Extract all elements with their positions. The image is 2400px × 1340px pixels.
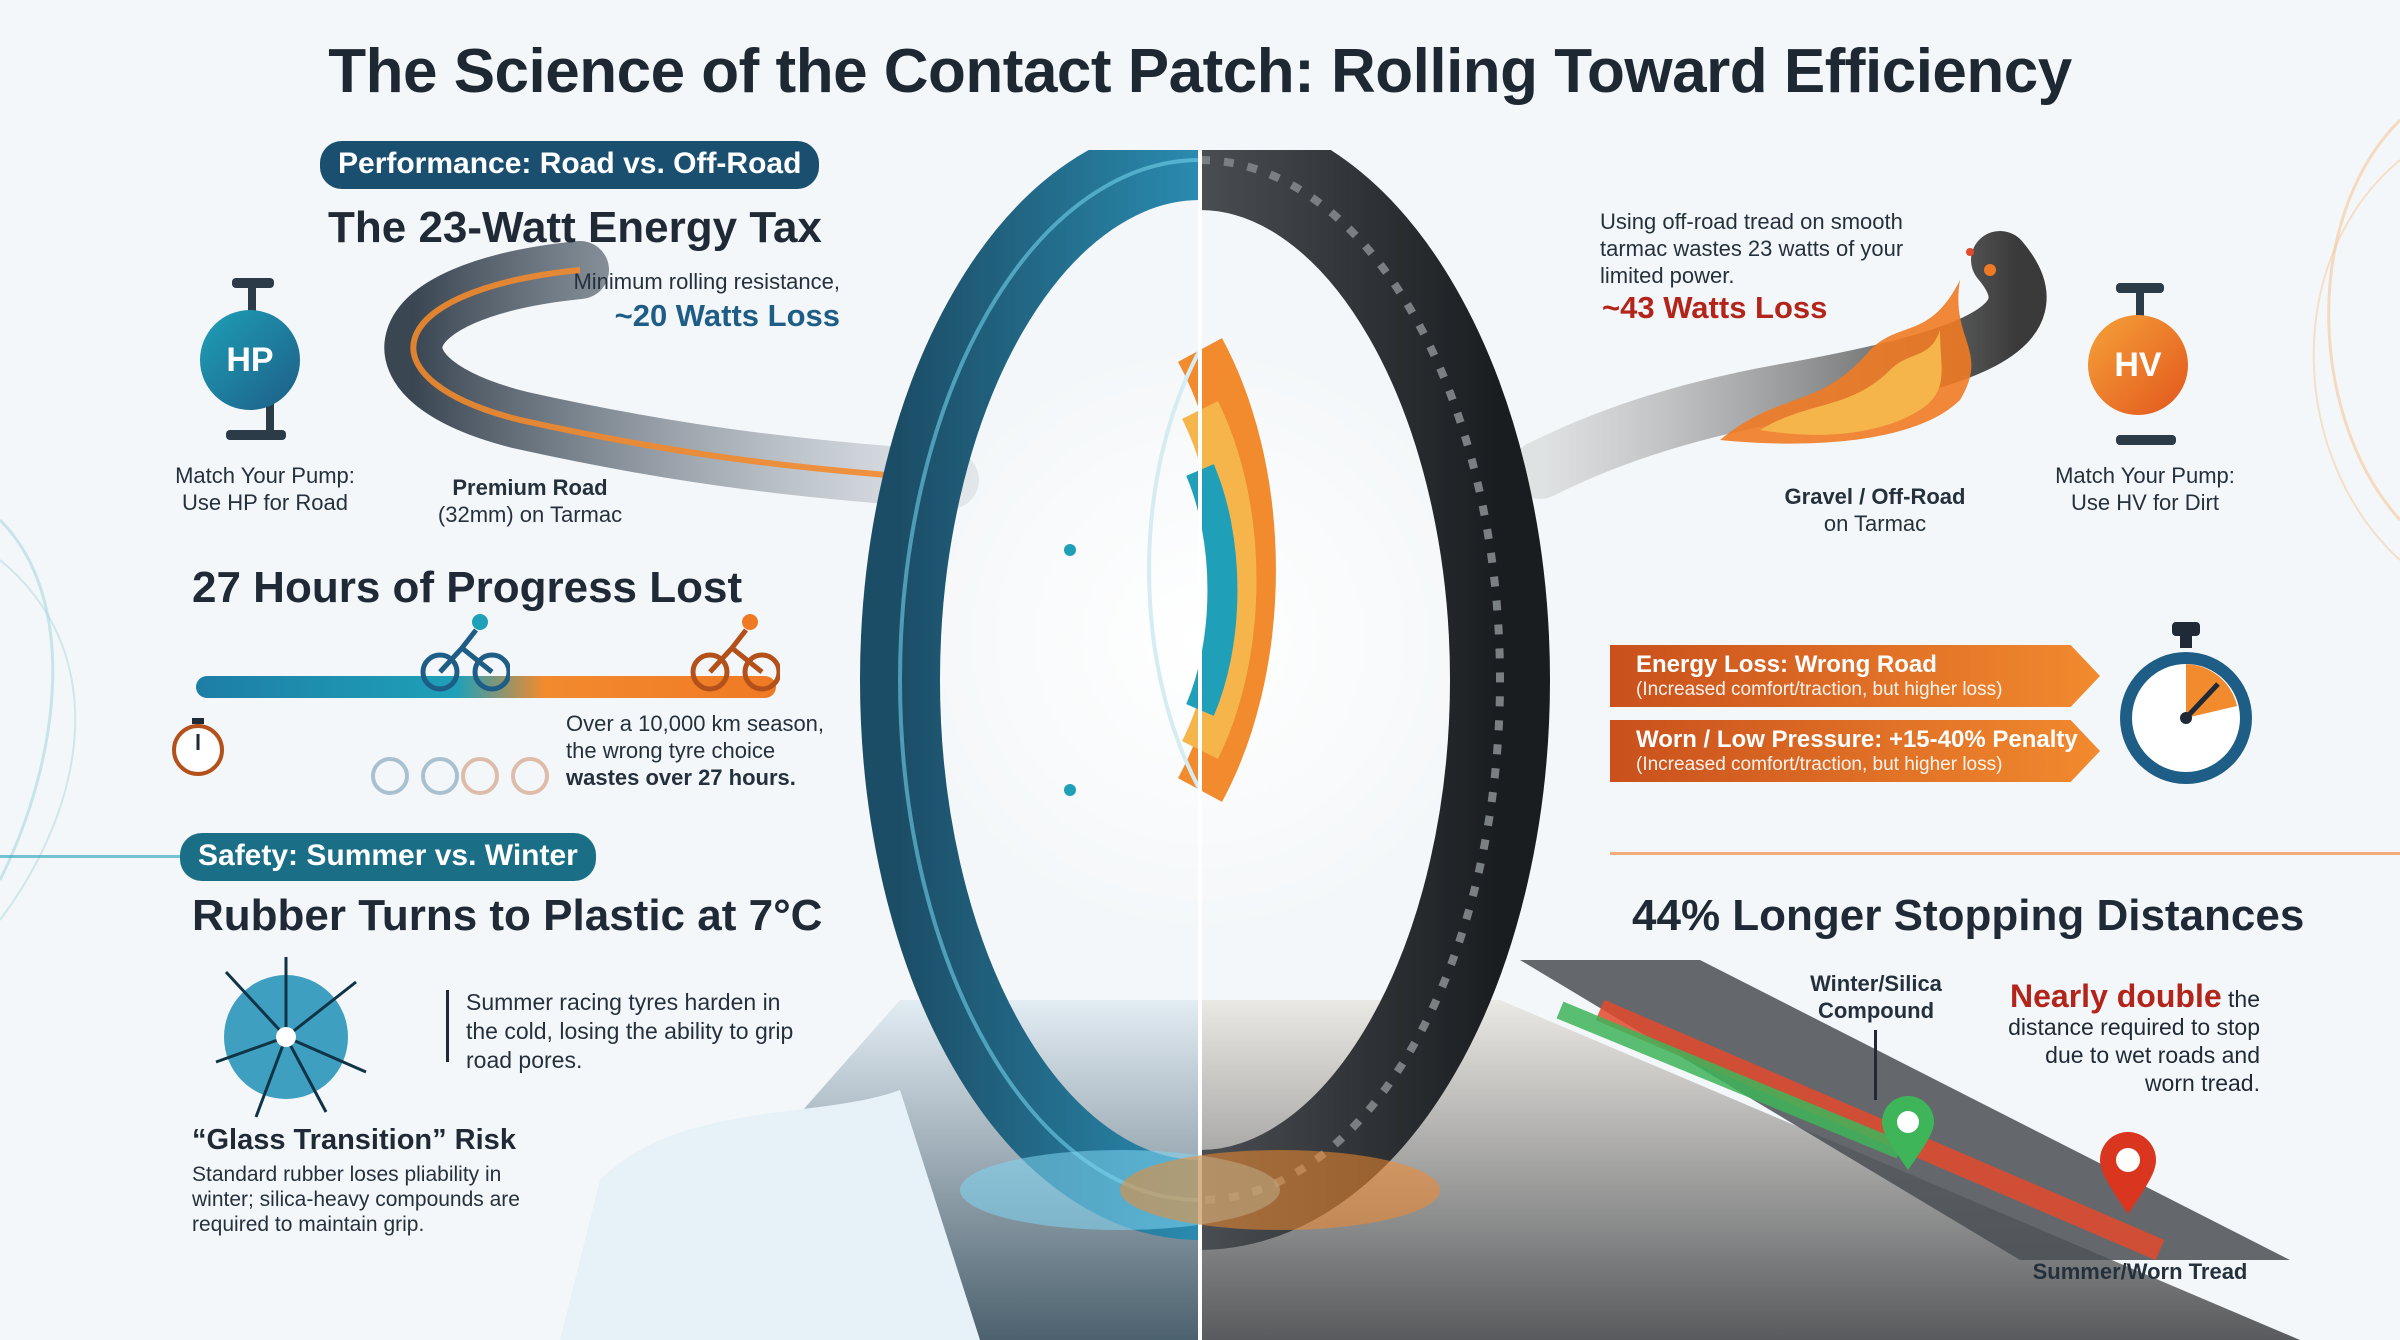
safety-section-label: Safety: Summer vs. Winter	[180, 833, 596, 881]
stopping-rest-3: due to wet roads and	[2045, 1042, 2260, 1068]
road-note: Minimum rolling resistance,	[573, 269, 840, 294]
stopping-rest-4: worn tread.	[2144, 1070, 2260, 1096]
energy-tax-heading: The 23-Watt Energy Tax	[328, 203, 822, 252]
pump-hp: HP	[196, 270, 306, 450]
tyre-illustration	[860, 150, 1550, 1340]
pump-left-line1: Match Your Pump:	[175, 463, 355, 488]
banner-energy-loss-sub: (Increased comfort/traction, but higher …	[1636, 679, 2003, 700]
stopping-rest-1: the	[2228, 986, 2260, 1012]
stopwatch-icon	[172, 718, 224, 776]
pump-icon	[2116, 283, 2176, 445]
stopping-heading: 44% Longer Stopping Distances	[1632, 891, 2305, 940]
winter-label-line1: Winter/Silica	[1810, 971, 1942, 996]
performance-section-label: Performance: Road vs. Off-Road	[320, 141, 820, 189]
road-label-line1: Premium Road	[452, 475, 608, 500]
cyclist-icon	[420, 614, 510, 692]
harden-divider	[446, 990, 449, 1062]
banner-worn-pressure: Worn / Low Pressure: +15-40% Penalty (In…	[1610, 720, 2100, 782]
stopping-rest-2: distance required to stop	[2008, 1014, 2260, 1040]
pump-hv: HV	[2086, 275, 2196, 455]
banner-worn-pressure-title: Worn / Low Pressure: +15-40% Penalty	[1636, 726, 2078, 753]
progress-heading: 27 Hours of Progress Lost	[192, 563, 743, 612]
progress-desc-line2: the wrong tyre choice	[566, 738, 776, 763]
crack-icon	[215, 957, 367, 1118]
road-watts-loss: ~20 Watts Loss	[614, 298, 840, 333]
gravel-label-line2: on Tarmac	[1823, 511, 1927, 536]
cyclist-icon	[690, 614, 780, 692]
offroad-watts-loss: ~43 Watts Loss	[1602, 290, 1828, 325]
banner-energy-loss: Energy Loss: Wrong Road (Increased comfo…	[1610, 645, 2100, 707]
pump-right-line1: Match Your Pump:	[2055, 463, 2235, 488]
page-title: The Science of the Contact Patch: Rollin…	[328, 37, 2072, 106]
winter-pointer	[1874, 1030, 1877, 1100]
safety-heading: Rubber Turns to Plastic at 7°C	[192, 891, 823, 940]
banner-worn-pressure-sub: (Increased comfort/traction, but higher …	[1636, 754, 2003, 775]
faded-cyclists	[371, 757, 549, 795]
banner-energy-loss-title: Energy Loss: Wrong Road	[1636, 651, 1937, 678]
offroad-note: Using off-road tread on smooth tarmac wa…	[1600, 209, 1904, 288]
stopwatch-icon	[2120, 622, 2252, 784]
stopping-divider	[1610, 852, 2400, 855]
stopping-highlight: Nearly double	[2010, 978, 2222, 1014]
winter-label-line2: Compound	[1817, 998, 1935, 1023]
gravel-label-line1: Gravel / Off-Road	[1784, 484, 1966, 509]
map-pin-icon	[1882, 1096, 1934, 1170]
hv-badge: HV	[2088, 315, 2188, 415]
hp-badge: HP	[200, 310, 300, 410]
progress-desc-line3: wastes over 27 hours.	[566, 765, 796, 790]
progress-desc-line1: Over a 10,000 km season,	[566, 711, 825, 736]
harden-text: Summer racing tyres harden in the cold, …	[466, 989, 794, 1073]
stopping-note: Nearly double the distance required to s…	[1990, 980, 2260, 1097]
road-label-line2: (32mm) on Tarmac	[437, 502, 623, 527]
map-pin-icon	[2100, 1132, 2156, 1214]
flame-icon	[1720, 248, 1996, 444]
glass-transition-text: Standard rubber loses pliability in wint…	[192, 1163, 520, 1236]
pump-left-line2: Use HP for Road	[182, 490, 348, 515]
glass-transition-heading: “Glass Transition” Risk	[192, 1124, 516, 1156]
pump-right-line2: Use HV for Dirt	[2071, 490, 2219, 515]
summer-worn-label: Summer/Worn Tread	[2032, 1259, 2248, 1284]
